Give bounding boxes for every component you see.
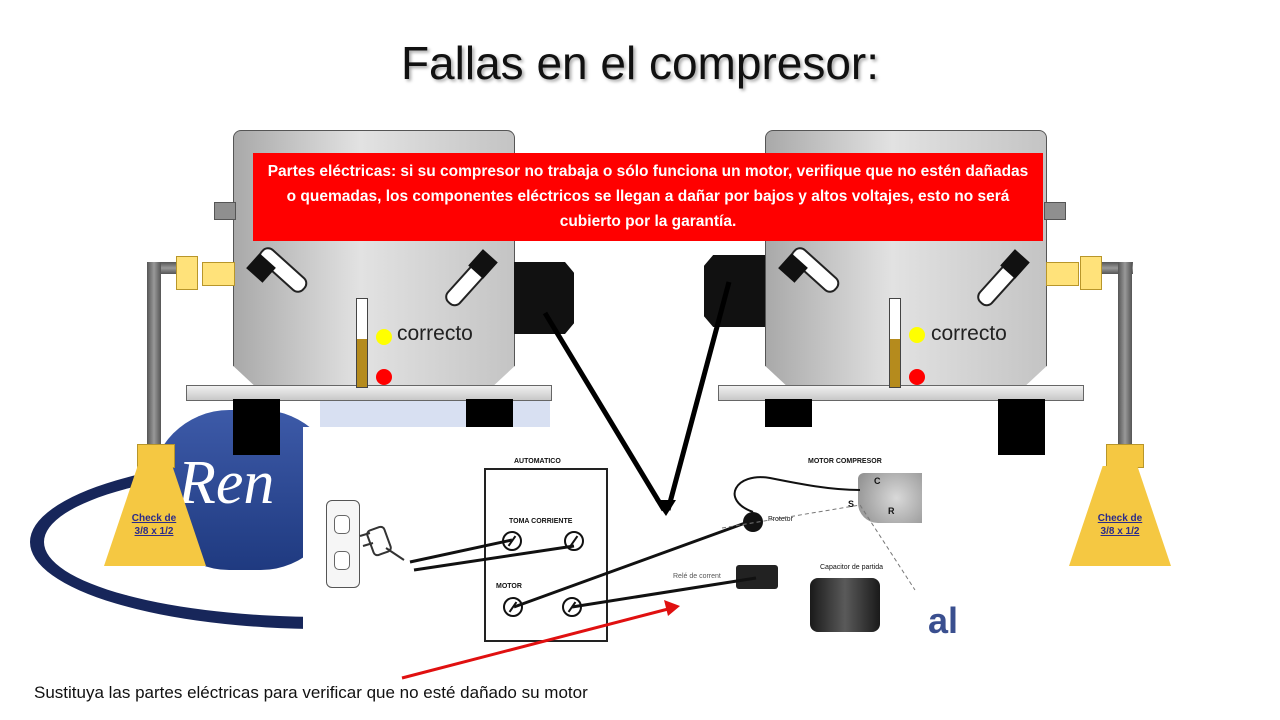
compressor-left-down-pipe [147,262,161,452]
outlet-slot-bottom [334,551,350,570]
compressor-left-terminal-box [514,262,574,334]
compressor-left-indicator-fail [376,369,392,385]
left-valve-b-icon [445,249,498,307]
compressor-right-coupler [1046,262,1079,286]
compressor-right-level-tube [889,298,901,388]
compressor-left-base-plate [186,385,552,401]
compressor-left-foot-a [233,399,280,455]
motor-compressor-label: MOTOR COMPRESOR [808,458,882,465]
plug-svg [359,525,405,561]
terminal-c: C [874,476,881,486]
compressor-left-indicator-ok [376,329,392,345]
relay-label: Relé de corrent [673,573,721,580]
diagram-wires [409,476,916,609]
compressor-right-valve-cap [1106,444,1144,468]
motor-terminal-1 [503,597,523,617]
outlet-slot-top [334,515,350,534]
left-valve-a-icon [246,247,308,293]
compressor-right-status-label: correcto [931,322,1007,345]
capacitor-icon [810,578,880,632]
motor-label: MOTOR [496,583,522,590]
compressor-left-top-pipe [214,202,236,220]
compressor-left-fitting [176,256,198,290]
compressor-right-foot-a [765,399,812,427]
info-box: Partes eléctricas: si su compresor no tr… [253,153,1043,241]
footer-note: Sustituya las partes eléctricas para ver… [34,683,588,702]
motor-compressor-photo [858,473,922,523]
red-arrow [401,600,680,680]
relay-icon [736,565,778,589]
compressor-right-foot-b [998,399,1045,455]
logo-text-fragment-right: al [928,600,959,641]
compressor-right-down-pipe [1118,262,1132,452]
compressor-left-coupler [202,262,235,286]
compressor-left-foot-b [466,399,513,429]
wall-outlet [326,500,360,588]
terminal-s: S [848,499,855,509]
compressor-right-indicator-ok [909,327,925,343]
compressor-right-top-pipe [1044,202,1066,220]
compressor-right-indicator-fail [909,369,925,385]
automatic-label: AUTOMATICO [514,458,561,465]
terminal-r: R [888,506,895,516]
compressor-right-fitting [1080,256,1102,290]
logo-text-fragment: Ren [178,449,275,517]
compressor-right-valve-label: Check de 3/8 x 1/2 [1097,513,1143,537]
compressor-right-base-plate [718,385,1084,401]
compressor-left-valve-label: Check de 3/8 x 1/2 [131,513,177,537]
right-valve-b-icon [977,249,1030,307]
protector-icon [743,512,763,532]
protector-label: Protetor [768,516,793,523]
capacitor-label: Capacitor de partida [820,564,884,571]
right-valve-a-icon [778,247,840,293]
compressor-left-level-tube [356,298,368,388]
page-title: Fallas en el compresor: [400,37,880,89]
compressor-right-terminal-box [704,255,765,327]
plug-icon [359,525,405,561]
outlet-label: TOMA CORRIENTE [509,518,573,525]
black-arrows [542,281,732,516]
compressor-left-status-label: correcto [397,322,473,345]
